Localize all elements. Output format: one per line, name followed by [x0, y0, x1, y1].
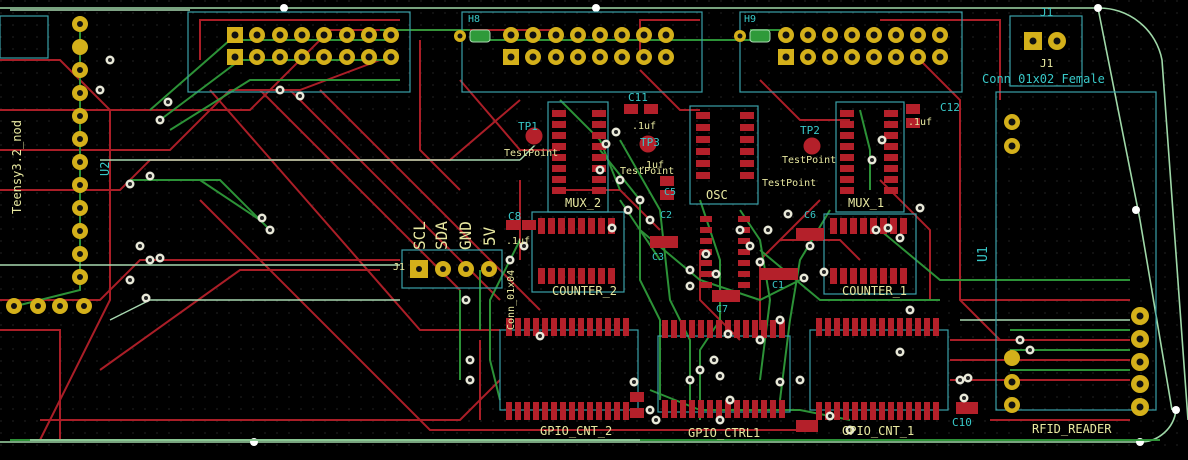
i2c-scl: SCL	[410, 221, 429, 250]
c5-label: C5	[664, 187, 677, 198]
osc-label: OSC	[706, 188, 728, 202]
c8-label: C8	[508, 210, 522, 223]
rfid-label: RFID_READER	[1032, 422, 1112, 436]
tp2-value: TestPoint	[782, 155, 837, 166]
teensy-label: Teensy3.2_nod	[10, 120, 24, 214]
c3-label: C3	[652, 252, 665, 263]
teensy-pads[interactable]	[6, 16, 92, 314]
test-points[interactable]	[524, 126, 822, 156]
board-outline	[0, 4, 1188, 446]
conn-value: Conn_01x04	[506, 269, 517, 330]
c11-value: .1uf	[632, 121, 657, 132]
gpio-cnt1-label: GPIO_CNT_1	[842, 424, 915, 438]
pad-holes-top	[231, 31, 944, 61]
mux1-label: MUX_1	[848, 196, 885, 210]
c12-label: C12	[940, 101, 960, 114]
c10-label: C10	[952, 416, 972, 429]
counter2-label: COUNTER_2	[552, 284, 618, 298]
tp1-label: TP1	[518, 120, 538, 133]
header-top-right[interactable]	[778, 27, 948, 65]
vias	[95, 55, 1035, 435]
teensy-holes	[11, 21, 87, 309]
c2-label: C2	[660, 210, 673, 221]
c11-label: C11	[628, 91, 648, 104]
j1-ref: J1	[1040, 6, 1054, 19]
jumper-h8[interactable]	[454, 29, 491, 43]
jumper-h9[interactable]	[734, 29, 771, 43]
i2c-sda: SDA	[432, 221, 451, 250]
counter1-label: COUNTER_1	[842, 284, 908, 298]
tp1-value: TestPoint	[504, 148, 559, 159]
tp2-label: TP2	[800, 124, 820, 137]
rfid-holes	[1008, 118, 1144, 411]
i2c-ref: J1	[393, 262, 406, 273]
c1-label: C1	[772, 280, 785, 291]
h8-label: H8	[468, 14, 481, 25]
testpoint-value: TestPoint	[762, 178, 817, 189]
j1-value: Conn_01x02_Female	[982, 72, 1105, 86]
c12-value: .1uf	[908, 117, 933, 128]
i2c-header[interactable]	[410, 260, 497, 278]
j1-silk-ref: J1	[1040, 57, 1054, 70]
c5-value: .1uf	[640, 160, 665, 171]
h9-label: H9	[744, 14, 757, 25]
i2c-gnd: GND	[456, 221, 475, 250]
small-parts	[506, 104, 978, 432]
c7-label: C7	[716, 304, 729, 315]
rfid-pads[interactable]	[1004, 114, 1149, 416]
front-copper-traces	[0, 19, 1130, 441]
mux2-label: MUX_2	[565, 196, 602, 210]
gpio-ctrl1-label: GPIO_CTRL1	[688, 426, 761, 440]
tp3-label: TP3	[640, 136, 660, 149]
u2-label: U2	[98, 161, 112, 176]
c6-label: C6	[804, 210, 817, 221]
j1-connector[interactable]	[1024, 32, 1066, 50]
ic-footprints	[506, 110, 939, 420]
c8-value: .1uf	[506, 236, 531, 247]
u1-label: U1	[976, 246, 991, 262]
gpio-cnt2-label: GPIO_CNT_2	[540, 424, 613, 438]
silk-lines	[0, 9, 1130, 441]
tp3-value: TestPoint	[620, 166, 675, 177]
i2c-vcc: 5V	[480, 226, 499, 246]
